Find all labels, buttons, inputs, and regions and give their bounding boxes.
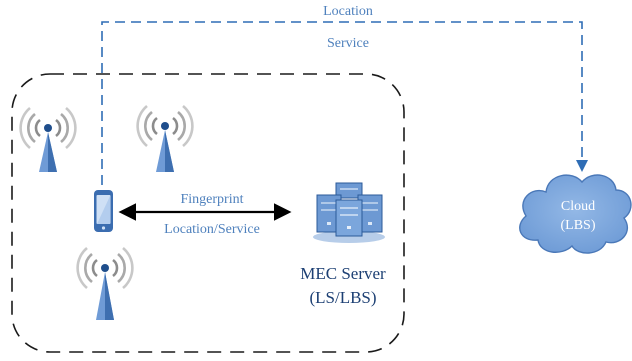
mec-server-line2: (LS/LBS) bbox=[309, 288, 376, 307]
server-stack-icon bbox=[313, 182, 385, 243]
cloud-arrowhead bbox=[576, 160, 588, 172]
arrow-label-line1: Fingerprint bbox=[181, 192, 244, 207]
smartphone-icon bbox=[94, 190, 113, 232]
mec-edge-boundary bbox=[11, 73, 405, 353]
top-label-line2: Service bbox=[327, 36, 369, 51]
arrow-label-line2: Location/Service bbox=[164, 222, 260, 237]
mec-server-line1: MEC Server bbox=[300, 264, 386, 283]
cell-tower-icon bbox=[76, 247, 134, 320]
cloud-label-line1: Cloud bbox=[561, 199, 595, 214]
cloud-label-line2: (LBS) bbox=[561, 218, 596, 233]
cell-tower-icon bbox=[136, 105, 194, 172]
cloud-icon bbox=[519, 174, 632, 254]
top-label-line1: Location bbox=[323, 4, 373, 19]
location-service-link bbox=[101, 21, 583, 185]
cell-tower-icon bbox=[19, 107, 77, 172]
